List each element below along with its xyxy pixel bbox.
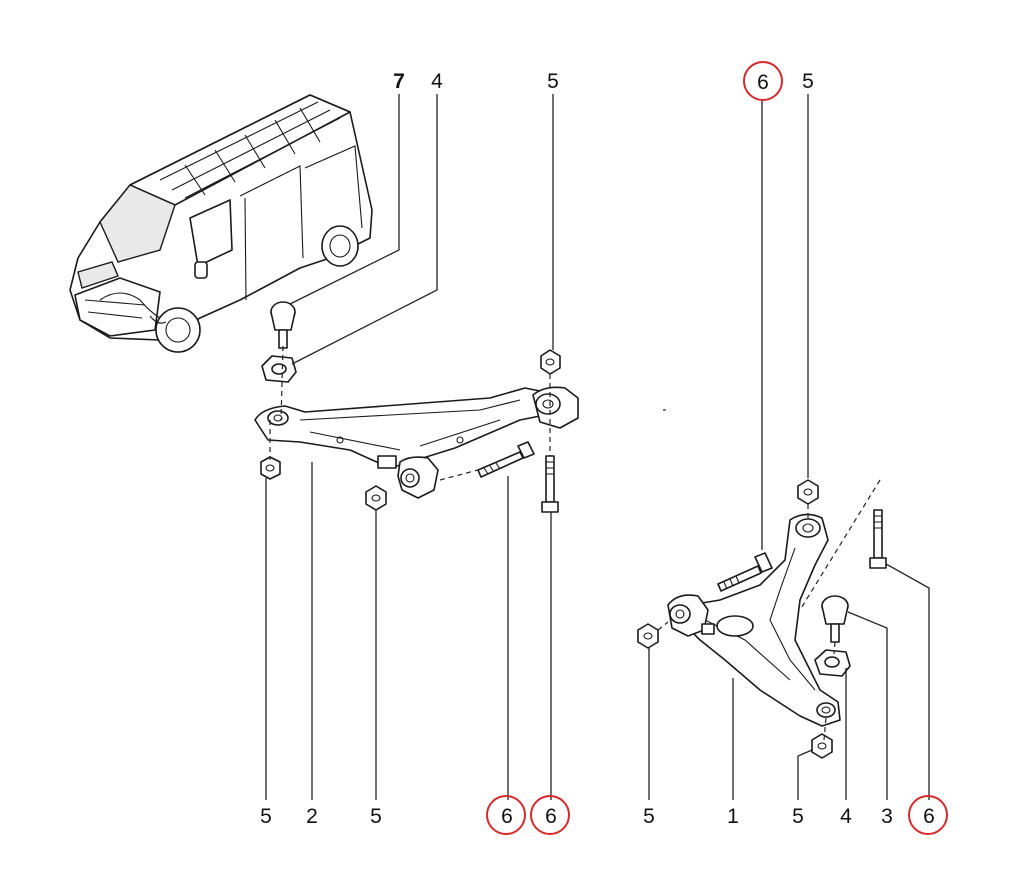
callout-top-5-right: 5 [802,70,814,93]
callout-bottom-5-a: 5 [260,805,272,828]
highlight-ring-bottom-b [530,795,570,835]
callout-bottom-5-c: 5 [643,805,655,828]
right-wishbone-assembly [637,409,887,759]
bolt-right-diagonal [717,552,773,592]
leader-lines [265,94,930,800]
mounting-plate-left [261,355,297,383]
bolt-left-vertical [541,455,559,513]
nut-right-top [797,479,819,505]
mounting-plate-right [814,649,851,677]
nut-left-top [540,349,561,375]
highlight-ring-top [743,61,783,101]
callout-top-6-right: 6 [757,71,769,94]
wishbone-arm-left [254,386,579,499]
ball-joint-right [821,595,849,643]
callout-bottom-4: 4 [840,805,852,828]
callout-bottom-5-d: 5 [792,805,804,828]
highlight-ring-bottom-c [908,795,948,835]
bolt-left-horizontal [477,441,535,478]
ball-joint-left [270,301,296,349]
nut-right-bottom [811,733,833,759]
callout-labels: 7 4 5 6 5 5 2 5 6 6 5 1 5 4 3 6 [260,70,935,828]
highlight-ring-bottom-a [486,795,526,835]
callout-bottom-2: 2 [306,805,318,828]
callout-bottom-1: 1 [727,805,739,828]
callout-top-5-left: 5 [547,70,559,93]
callout-top-4: 4 [431,70,443,93]
wishbone-arm-right [667,513,841,727]
van-illustration [69,94,373,353]
nut-right-left [637,623,659,649]
callout-bottom-3: 3 [881,805,893,828]
nut-left-lower [260,456,281,480]
callout-bottom-6-b: 6 [545,805,557,828]
callout-bottom-6-a: 6 [501,805,513,828]
callout-bottom-6-c: 6 [923,805,935,828]
callout-bottom-5-b: 5 [370,805,382,828]
bolt-right-vertical [869,509,887,569]
highlight-rings [486,61,948,835]
callout-top-7: 7 [393,70,405,93]
left-wishbone-assembly [254,301,579,513]
nut-left-middle [365,485,387,511]
